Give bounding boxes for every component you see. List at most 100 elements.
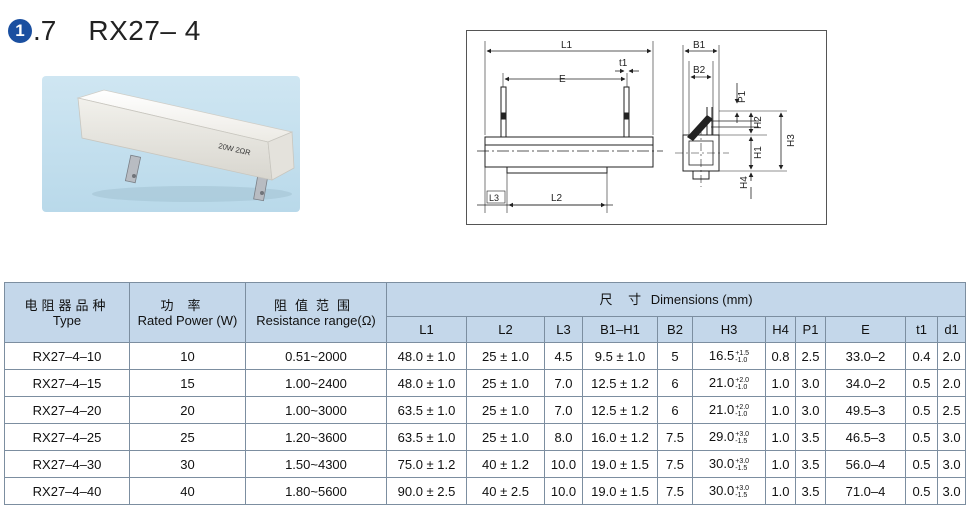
cell-power: 20 — [129, 396, 246, 424]
cell-L1: 63.5 ± 1.0 — [386, 396, 467, 424]
cell-B1H1: 16.0 ± 1.2 — [582, 423, 658, 451]
cell-P1: 3.5 — [795, 450, 826, 478]
section-title: 1 .7 RX27– 4 — [8, 14, 201, 48]
cell-E: 33.0–2 — [825, 342, 906, 370]
cell-H4: 1.0 — [765, 477, 796, 505]
cell-L2: 25 ± 1.0 — [466, 423, 545, 451]
cell-d1: 2.0 — [936, 342, 967, 370]
cell-L2: 25 ± 1.0 — [466, 396, 545, 424]
header-L1: L1 — [386, 316, 467, 343]
table-row: RX27–4–25 25 1.20~3600 63.5 ± 1.0 25 ± 1… — [4, 423, 967, 451]
dimension-drawing-svg: L1 E t1 L3 L2 — [477, 40, 797, 213]
cell-type: RX27–4–10 — [4, 342, 130, 370]
label-H1: H1 — [753, 146, 764, 159]
header-d1: d1 — [936, 316, 967, 343]
cell-power: 30 — [129, 450, 246, 478]
cell-P1: 3.5 — [795, 477, 826, 505]
cell-E: 56.0–4 — [825, 450, 906, 478]
cell-H3-tolerance: +3.0-1.5 — [735, 457, 750, 472]
cell-t1: 0.5 — [905, 396, 938, 424]
header-L2: L2 — [466, 316, 545, 343]
cell-H3-tolerance: +3.0-1.5 — [735, 430, 750, 445]
cell-H3-value: 16.5 — [708, 348, 735, 364]
label-L1: L1 — [561, 40, 573, 51]
header-H4: H4 — [765, 316, 796, 343]
terminal-left — [124, 154, 142, 184]
label-H3: H3 — [786, 134, 797, 147]
cell-type: RX27–4–25 — [4, 423, 130, 451]
cell-t1: 0.5 — [905, 477, 938, 505]
cell-L2: 25 ± 1.0 — [466, 369, 545, 397]
header-resistance: 阻值范围 Resistance range(Ω) — [245, 282, 387, 343]
cell-type: RX27–4–40 — [4, 477, 130, 505]
cell-H4: 1.0 — [765, 369, 796, 397]
cell-L3: 4.5 — [544, 342, 583, 370]
cell-L3: 8.0 — [544, 423, 583, 451]
resistor-image: 20W 2ΩR — [76, 89, 295, 202]
cell-H4: 1.0 — [765, 423, 796, 451]
label-B2: B2 — [693, 65, 706, 76]
header-type: 电阻器品种 Type — [4, 282, 130, 343]
table-row: RX27–4–20 20 1.00~3000 63.5 ± 1.0 25 ± 1… — [4, 396, 967, 424]
cell-B1H1: 19.0 ± 1.5 — [582, 450, 658, 478]
header-row-2: L1 L2 L3 B1–H1 B2 H3 H4 P1 E t1 d1 — [5, 316, 967, 343]
cell-power: 15 — [129, 369, 246, 397]
cell-type: RX27–4–15 — [4, 369, 130, 397]
cell-B1H1: 12.5 ± 1.2 — [582, 396, 658, 424]
cell-B2: 6 — [657, 369, 693, 397]
cell-resistance: 1.00~2400 — [245, 369, 387, 397]
cell-B2: 5 — [657, 342, 693, 370]
cell-H4: 1.0 — [765, 396, 796, 424]
cell-H3-value: 30.0 — [708, 456, 735, 472]
cell-B1H1: 9.5 ± 1.0 — [582, 342, 658, 370]
cell-L2: 40 ± 2.5 — [466, 477, 545, 505]
cell-d1: 2.0 — [936, 369, 967, 397]
cell-B2: 6 — [657, 396, 693, 424]
cell-H3-value: 29.0 — [708, 429, 735, 445]
label-H4: H4 — [739, 176, 750, 189]
cell-L3: 10.0 — [544, 450, 583, 478]
cell-H3-tolerance: +1.5-1.0 — [735, 349, 750, 364]
spec-table: 电阻器品种 Type 功率 Rated Power (W) 阻值范围 Resis… — [4, 282, 967, 505]
cell-H3-value: 21.0 — [708, 402, 735, 418]
header-B1H1: B1–H1 — [582, 316, 658, 343]
cell-B1H1: 19.0 ± 1.5 — [582, 477, 658, 505]
cell-L1: 75.0 ± 1.2 — [386, 450, 467, 478]
section-number: .7 — [33, 15, 57, 46]
header-H3: H3 — [692, 316, 766, 343]
cell-H3: 16.5+1.5-1.0 — [692, 342, 766, 370]
cell-E: 46.5–3 — [825, 423, 906, 451]
cell-d1: 3.0 — [936, 477, 967, 505]
label-H2: H2 — [753, 116, 764, 129]
cell-d1: 3.0 — [936, 450, 967, 478]
product-photo: 20W 2ΩR — [42, 76, 300, 212]
label-t1: t1 — [619, 58, 628, 69]
cell-d1: 3.0 — [936, 423, 967, 451]
cell-type: RX27–4–20 — [4, 396, 130, 424]
cell-B1H1: 12.5 ± 1.2 — [582, 369, 658, 397]
label-B1: B1 — [693, 40, 706, 51]
cell-resistance: 1.20~3600 — [245, 423, 387, 451]
cell-L3: 7.0 — [544, 396, 583, 424]
header-B2: B2 — [657, 316, 693, 343]
table-row: RX27–4–40 40 1.80~5600 90.0 ± 2.5 40 ± 2… — [4, 477, 967, 505]
cell-P1: 2.5 — [795, 342, 826, 370]
cell-B2: 7.5 — [657, 477, 693, 505]
cell-P1: 3.0 — [795, 396, 826, 424]
cell-d1: 2.5 — [936, 396, 967, 424]
header-t1: t1 — [905, 316, 938, 343]
cell-L1: 90.0 ± 2.5 — [386, 477, 467, 505]
cell-E: 49.5–3 — [825, 396, 906, 424]
section-number-badge: 1 — [8, 19, 32, 43]
cell-H4: 1.0 — [765, 450, 796, 478]
cell-L1: 48.0 ± 1.0 — [386, 342, 467, 370]
cell-H3: 21.0+2.0-1.0 — [692, 396, 766, 424]
table-row: RX27–4–15 15 1.00~2400 48.0 ± 1.0 25 ± 1… — [4, 369, 967, 397]
header-dimensions: 尺 寸 Dimensions (mm) — [385, 282, 967, 317]
header-power: 功率 Rated Power (W) — [129, 282, 246, 343]
cell-power: 40 — [129, 477, 246, 505]
cell-L2: 25 ± 1.0 — [466, 342, 545, 370]
cell-t1: 0.4 — [905, 342, 938, 370]
cell-resistance: 1.80~5600 — [245, 477, 387, 505]
label-L3: L3 — [489, 193, 499, 203]
